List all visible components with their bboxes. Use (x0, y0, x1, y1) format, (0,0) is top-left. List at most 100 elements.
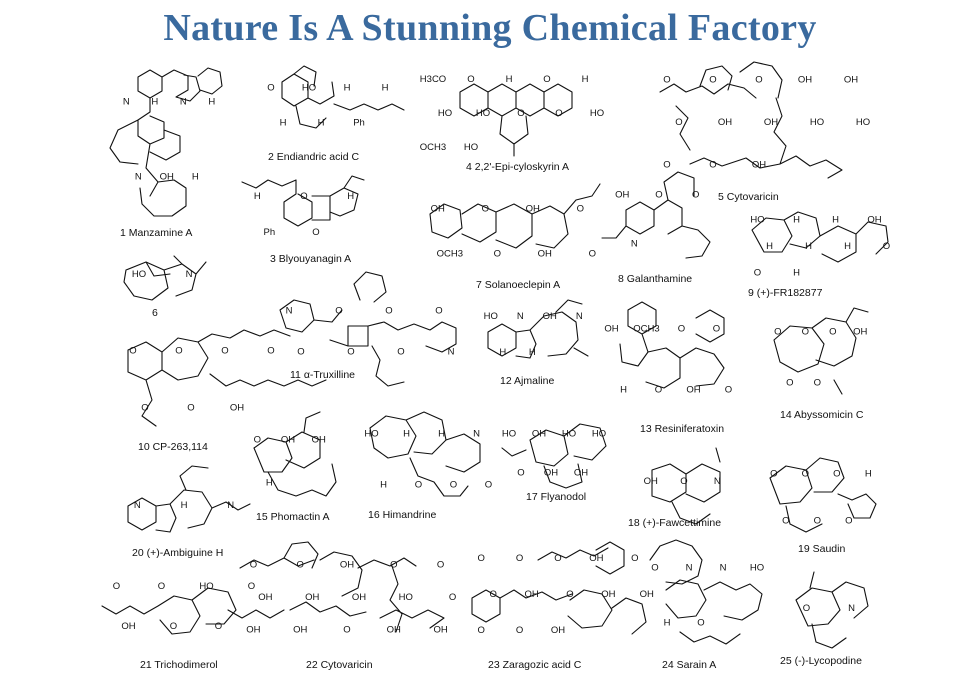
atom-label: OH (544, 468, 558, 479)
atom-label: O (814, 378, 821, 389)
atom-label: OH (121, 621, 135, 632)
atom-label: OH (853, 327, 867, 338)
atom-label: O (692, 190, 699, 201)
atom-label: H (499, 347, 506, 358)
atom-label: HO (399, 592, 413, 603)
atom-label: N (134, 500, 141, 511)
atom-label: O (267, 83, 274, 94)
atom-label: O (215, 621, 222, 632)
atom-label: HO (810, 117, 824, 128)
atom-label: O (478, 553, 485, 564)
atom-label: O (517, 468, 524, 479)
atom-label: O (516, 625, 523, 636)
atom-label: OH (387, 625, 401, 636)
atom-label: HO (562, 429, 576, 440)
atom-label: HO (364, 429, 378, 440)
atom-label: N (848, 603, 855, 614)
atom-label: O (678, 324, 685, 335)
atom-label: OH (340, 559, 354, 570)
atom-label: O (248, 581, 255, 592)
atom-label: O (415, 480, 422, 491)
atom-label: O (129, 346, 136, 357)
atom-label: OH (589, 553, 603, 564)
atom-label: OH (526, 204, 540, 215)
compound-labels: 1 Manzamine A2 Endiandric acid C3 Blyouy… (120, 151, 864, 671)
atom-label: O (814, 516, 821, 527)
atom-label: O (782, 516, 789, 527)
atom-label: H (318, 118, 325, 129)
atom-label: O (297, 347, 304, 358)
atom-label: O (709, 74, 716, 85)
atom-label: OH (844, 74, 858, 85)
compound-label-24: 24 Sarain A (662, 659, 716, 671)
atom-label: HO (438, 108, 452, 119)
atom-label: H (766, 241, 773, 252)
atom-label: O (113, 581, 120, 592)
compound-label-7: 7 Solanoeclepin A (476, 279, 560, 291)
atom-label: H (664, 618, 671, 629)
atom-label: H (347, 191, 354, 202)
atom-label: O (517, 108, 524, 119)
atom-label: O (175, 346, 182, 357)
atom-label: O (347, 347, 354, 358)
atom-label: OH (764, 117, 778, 128)
atom-label: O (883, 241, 890, 252)
atom-label: OH (281, 435, 295, 446)
atom-label: O (335, 306, 342, 317)
atom-label: O (297, 559, 304, 570)
atom-label: O (663, 74, 670, 85)
atom-label: O (141, 403, 148, 414)
atom-label: OH (686, 385, 700, 396)
compound-label-25: 25 (-)-Lycopodine (780, 655, 862, 667)
compound-label-16: 16 Himandrine (368, 509, 436, 521)
atom-label: H (529, 347, 536, 358)
atom-label: HO (856, 117, 870, 128)
atom-label: HO (502, 429, 516, 440)
atom-label: O (680, 476, 687, 487)
atom-label: OH (752, 160, 766, 171)
compound-label-4: 4 2,2'-Epi-cyloskyrin A (466, 161, 569, 173)
atom-label: HO (302, 83, 316, 94)
atom-label: O (516, 553, 523, 564)
atom-label: O (589, 249, 596, 260)
atom-label: N (180, 97, 187, 108)
atom-label: O (437, 559, 444, 570)
atom-label: O (709, 160, 716, 171)
atom-label: H (151, 97, 158, 108)
atom-label: N (227, 500, 234, 511)
atom-label: O (803, 603, 810, 614)
atom-label: O (170, 621, 177, 632)
atom-label: HO (464, 142, 478, 153)
atom-label: OH (644, 476, 658, 487)
compound-label-17: 17 Flyanodol (526, 491, 586, 503)
compound-label-9: 9 (+)-FR182877 (748, 287, 823, 299)
atom-label: OH (160, 172, 174, 183)
compound-label-8: 8 Galanthamine (618, 273, 692, 285)
atom-label: O (770, 469, 777, 480)
atom-label: OH (431, 204, 445, 215)
atom-label: O (490, 589, 497, 600)
atom-label: O (254, 435, 261, 446)
atom-label: H (844, 241, 851, 252)
compound-label-1: 1 Manzamine A (120, 227, 192, 239)
atom-label: O (450, 480, 457, 491)
atom-label: O (343, 625, 350, 636)
compound-label-5: 5 Cytovaricin (718, 191, 779, 203)
atom-label: H3CO (420, 74, 446, 85)
compound-label-19: 19 Saudin (798, 543, 845, 555)
atom-label: O (713, 324, 720, 335)
atom-label: OH (305, 592, 319, 603)
atom-label: O (494, 249, 501, 260)
atom-label: N (135, 172, 142, 183)
atom-label: O (385, 306, 392, 317)
compound-label-20: 20 (+)-Ambiguine H (132, 547, 223, 559)
atom-label: OH (293, 625, 307, 636)
atom-label: Ph (263, 227, 275, 238)
atom-label: Ph (353, 118, 365, 129)
atom-label: N (714, 476, 721, 487)
atom-label: H (403, 429, 410, 440)
atom-label: HO (476, 108, 490, 119)
atom-label: OCH3 (633, 324, 659, 335)
atom-label: OH (312, 435, 326, 446)
